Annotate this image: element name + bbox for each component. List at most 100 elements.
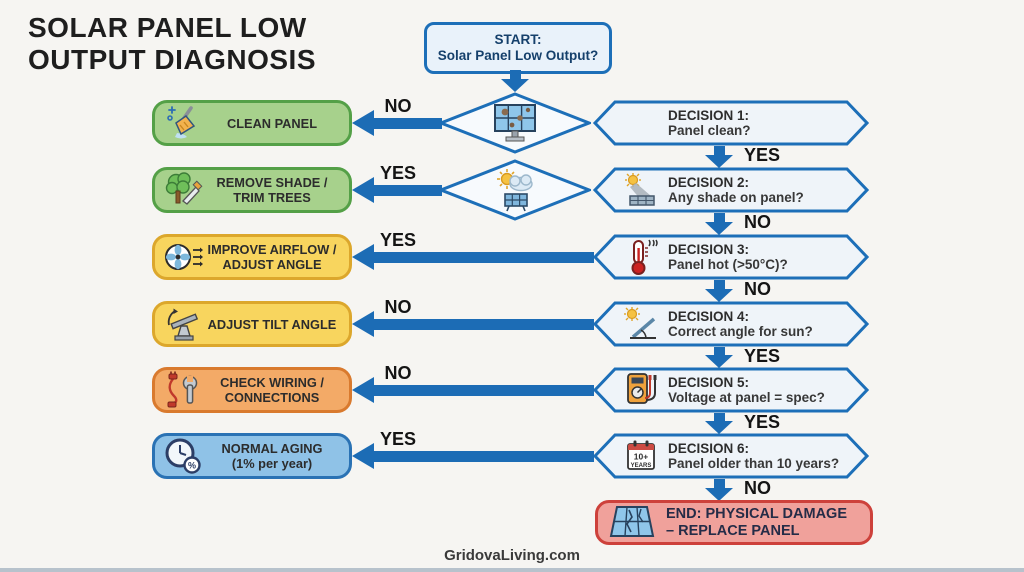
hexagon-shape <box>593 367 869 413</box>
start-node-title: START: <box>494 32 542 47</box>
page-title-line2: OUTPUT DIAGNOSIS <box>28 44 317 75</box>
arrowhead-left-icon <box>352 443 374 469</box>
decision-6-label: DECISION 6: <box>668 441 750 456</box>
action-normal-aging-label: NORMAL AGING <box>221 441 323 456</box>
arrow-d5-to-d6 <box>714 413 725 423</box>
start-node: START: Solar Panel Low Output? <box>424 22 612 74</box>
arrowhead-down-icon <box>705 421 733 434</box>
sun-angle-icon <box>624 307 656 339</box>
decision-6-question: Panel older than 10 years? <box>668 456 840 471</box>
branch-label-d1-side: NO <box>384 96 412 116</box>
website-credit: GridovaLiving.com <box>444 547 580 564</box>
page-title: SOLAR PANEL LOW OUTPUT DIAGNOSIS <box>28 12 316 76</box>
action-remove-shade: REMOVE SHADE / TRIM TREES <box>152 167 352 213</box>
action-improve-airflow-label2: ADJUST ANGLE <box>222 257 322 272</box>
decision1-diamond <box>439 92 591 154</box>
arrowhead-down-icon <box>705 488 733 501</box>
arrowhead-left-icon <box>352 244 374 270</box>
branch-label-d2-side: YES <box>379 163 417 183</box>
hot-thermometer-icon <box>631 239 658 275</box>
decision-6-node: 10+ YEARS DECISION 6: Panel older than 1… <box>593 433 869 479</box>
start-node-subtitle: Solar Panel Low Output? <box>437 48 599 63</box>
branch-label-d6-side: YES <box>379 429 417 449</box>
hexagon-shape <box>593 100 869 146</box>
arrow-d1-to-d2 <box>714 146 725 157</box>
sun-shading-panel-icon <box>625 173 655 206</box>
action-adjust-tilt-label: ADJUST TILT ANGLE <box>207 316 337 332</box>
arrow-d1-to-clean-panel <box>372 117 442 129</box>
decision-1-icon-slot <box>623 105 659 141</box>
action-remove-shade-label2: TRIM TREES <box>233 190 311 205</box>
arrow-d6-to-normal-aging <box>372 450 594 462</box>
branch-label-d5-down: YES <box>744 412 781 432</box>
end-node-line2: – REPLACE PANEL <box>666 522 800 539</box>
fan-icon <box>165 244 203 270</box>
arrowhead-down-icon <box>705 289 733 302</box>
arrow-d6-to-end <box>714 479 725 490</box>
decision-3-label: DECISION 3: <box>668 242 750 257</box>
arrowhead-left-icon <box>352 110 374 136</box>
branch-label-d2-down: NO <box>744 212 771 232</box>
hexagon-shape <box>593 234 869 280</box>
action-check-wiring-label2: CONNECTIONS <box>224 390 320 405</box>
plug-wrench-icon <box>167 371 198 408</box>
arrowhead-down-icon <box>705 155 733 168</box>
decision-2-question: Any shade on panel? <box>668 190 804 205</box>
action-normal-aging-label2: (1% per year) <box>231 456 313 471</box>
action-improve-airflow: IMPROVE AIRFLOW / ADJUST ANGLE <box>152 234 352 280</box>
action-check-wiring: CHECK WIRING / CONNECTIONS <box>152 367 352 413</box>
arrowhead-left-icon <box>352 311 374 337</box>
action-improve-airflow-label: IMPROVE AIRFLOW / <box>207 242 337 257</box>
arrow-d3-to-improve-airflow <box>372 251 594 263</box>
arrow-d4-to-d5 <box>714 347 725 357</box>
branch-label-d3-down: NO <box>744 279 771 299</box>
decision-4-question: Correct angle for sun? <box>668 324 813 339</box>
calendar-10-years-icon: 10+ YEARS <box>627 440 655 470</box>
sun-cloud-panel-icon <box>497 169 533 212</box>
action-clean-panel: CLEAN PANEL <box>152 100 352 146</box>
end-node-line1: END: PHYSICAL DAMAGE <box>666 505 847 522</box>
arrowhead-left-icon <box>352 377 374 403</box>
cracked-panel-icon <box>609 505 655 537</box>
hexagon-shape <box>593 433 869 479</box>
arrowhead-down-icon <box>705 222 733 235</box>
decision-2-label: DECISION 2: <box>668 175 750 190</box>
arrowhead-down-icon <box>501 79 529 92</box>
hexagon-shape <box>593 167 869 213</box>
decision-1-node: DECISION 1: Panel clean? <box>593 100 869 146</box>
decision-5-node: DECISION 5: Voltage at panel = spec? <box>593 367 869 413</box>
action-clean-panel-label: CLEAN PANEL <box>226 115 318 131</box>
tree-saw-icon <box>165 172 203 205</box>
percent-badge-text: % <box>188 461 196 471</box>
action-adjust-tilt: ADJUST TILT ANGLE <box>152 301 352 347</box>
branch-label-d5-side: NO <box>384 363 412 383</box>
arrow-start-to-decision1 <box>510 70 521 81</box>
decision-2-node: DECISION 2: Any shade on panel? <box>593 167 869 213</box>
arrow-d2-to-d3 <box>714 213 725 224</box>
arrow-d3-to-d4 <box>714 280 725 291</box>
tilt-panel-icon <box>167 308 199 341</box>
decision-4-node: DECISION 4: Correct angle for sun? <box>593 301 869 347</box>
decision-1-label: DECISION 1: <box>668 108 750 123</box>
arrow-d2-to-remove-shade <box>372 184 442 196</box>
hexagon-shape <box>593 301 869 347</box>
decision2-diamond <box>439 159 591 221</box>
decision-3-question: Panel hot (>50°C)? <box>668 257 788 272</box>
decision-1-question: Panel clean? <box>668 123 751 138</box>
broom-icon <box>167 106 196 139</box>
multimeter-icon <box>627 373 657 404</box>
decision-5-question: Voltage at panel = spec? <box>668 390 825 405</box>
decision-3-node: DECISION 3: Panel hot (>50°C)? <box>593 234 869 280</box>
calendar-years-value: 10+ <box>634 452 648 462</box>
dirty-solar-panel-icon <box>494 104 536 142</box>
action-check-wiring-label: CHECK WIRING / <box>220 375 324 390</box>
decision-4-label: DECISION 4: <box>668 309 750 324</box>
branch-label-d4-down: YES <box>744 346 781 366</box>
decision-5-label: DECISION 5: <box>668 375 750 390</box>
arrow-d4-to-adjust-tilt <box>372 318 594 330</box>
end-node: END: PHYSICAL DAMAGE – REPLACE PANEL <box>595 500 873 545</box>
branch-label-d4-side: NO <box>384 297 412 317</box>
action-normal-aging: % NORMAL AGING (1% per year) <box>152 433 352 479</box>
branch-label-d1-down: YES <box>744 145 781 165</box>
